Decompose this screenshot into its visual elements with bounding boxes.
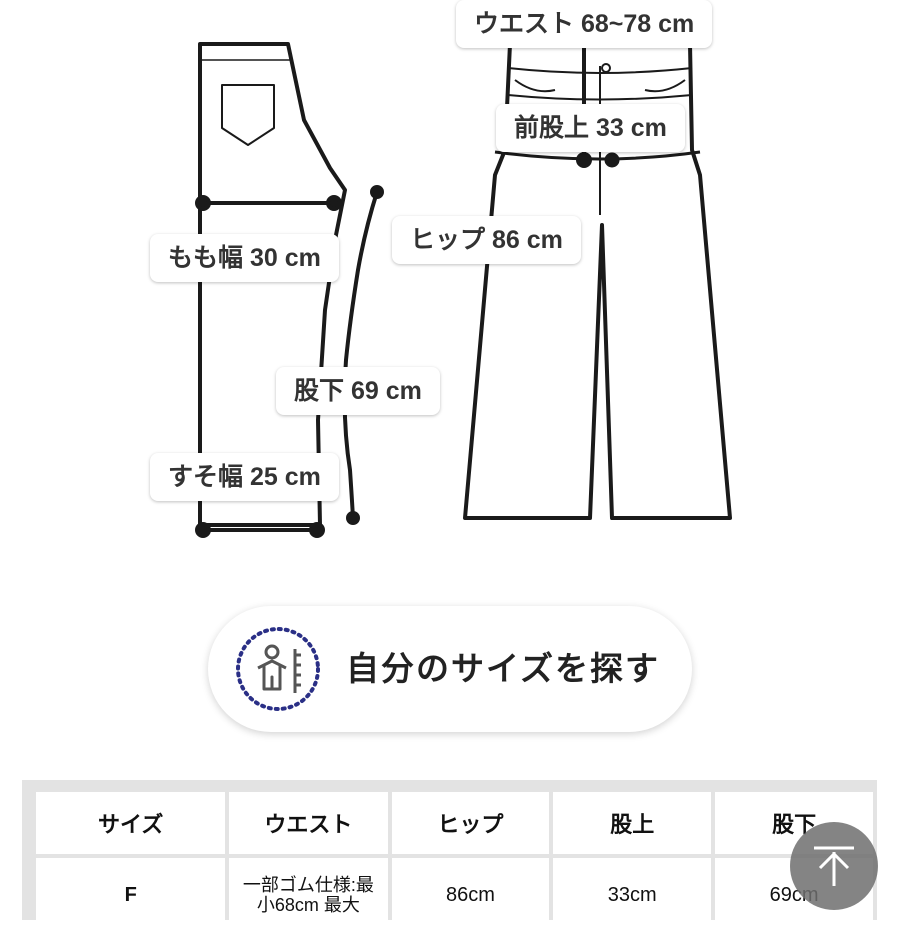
hip-measure-line <box>494 150 701 168</box>
hip-label: ヒップ 86 cm <box>392 216 581 264</box>
table-header: ウエスト <box>229 792 388 854</box>
thigh-label: もも幅 30 cm <box>150 234 339 282</box>
hem-measure-line <box>195 522 325 538</box>
table-header: 股上 <box>553 792 712 854</box>
table-header: ヒップ <box>391 792 550 854</box>
scroll-to-top-button[interactable] <box>790 822 878 910</box>
table-cell: 86cm <box>391 858 550 932</box>
table-row: F 一部ゴム仕様:最小68cm 最大 86cm 33cm 69cm <box>36 858 873 932</box>
size-table: サイズ ウエスト ヒップ 股上 股下 F 一部ゴム仕様:最小68cm 最大 86… <box>32 788 877 936</box>
person-measure-icon <box>236 627 320 711</box>
find-my-size-label: 自分のサイズを探す <box>346 650 661 687</box>
table-cell: F <box>36 858 226 932</box>
arrow-up-icon <box>814 846 854 886</box>
size-table-container: サイズ ウエスト ヒップ 股上 股下 F 一部ゴム仕様:最小68cm 最大 86… <box>22 780 877 932</box>
find-my-size-button[interactable]: 自分のサイズを探す <box>208 606 692 732</box>
front-rise-label: 前股上 33 cm <box>496 104 685 152</box>
waist-label: ウエスト 68~78 cm <box>456 0 713 48</box>
thigh-measure-line <box>195 195 342 211</box>
table-cell: 一部ゴム仕様:最小68cm 最大 <box>229 858 388 932</box>
pants-diagram <box>195 32 732 538</box>
table-header: サイズ <box>36 792 226 854</box>
inseam-measure-line <box>342 185 384 525</box>
table-header-row: サイズ ウエスト ヒップ 股上 股下 <box>36 792 873 854</box>
inseam-label: 股下 69 cm <box>276 367 440 415</box>
table-cell: 33cm <box>553 858 712 932</box>
hem-label: すそ幅 25 cm <box>150 453 339 501</box>
